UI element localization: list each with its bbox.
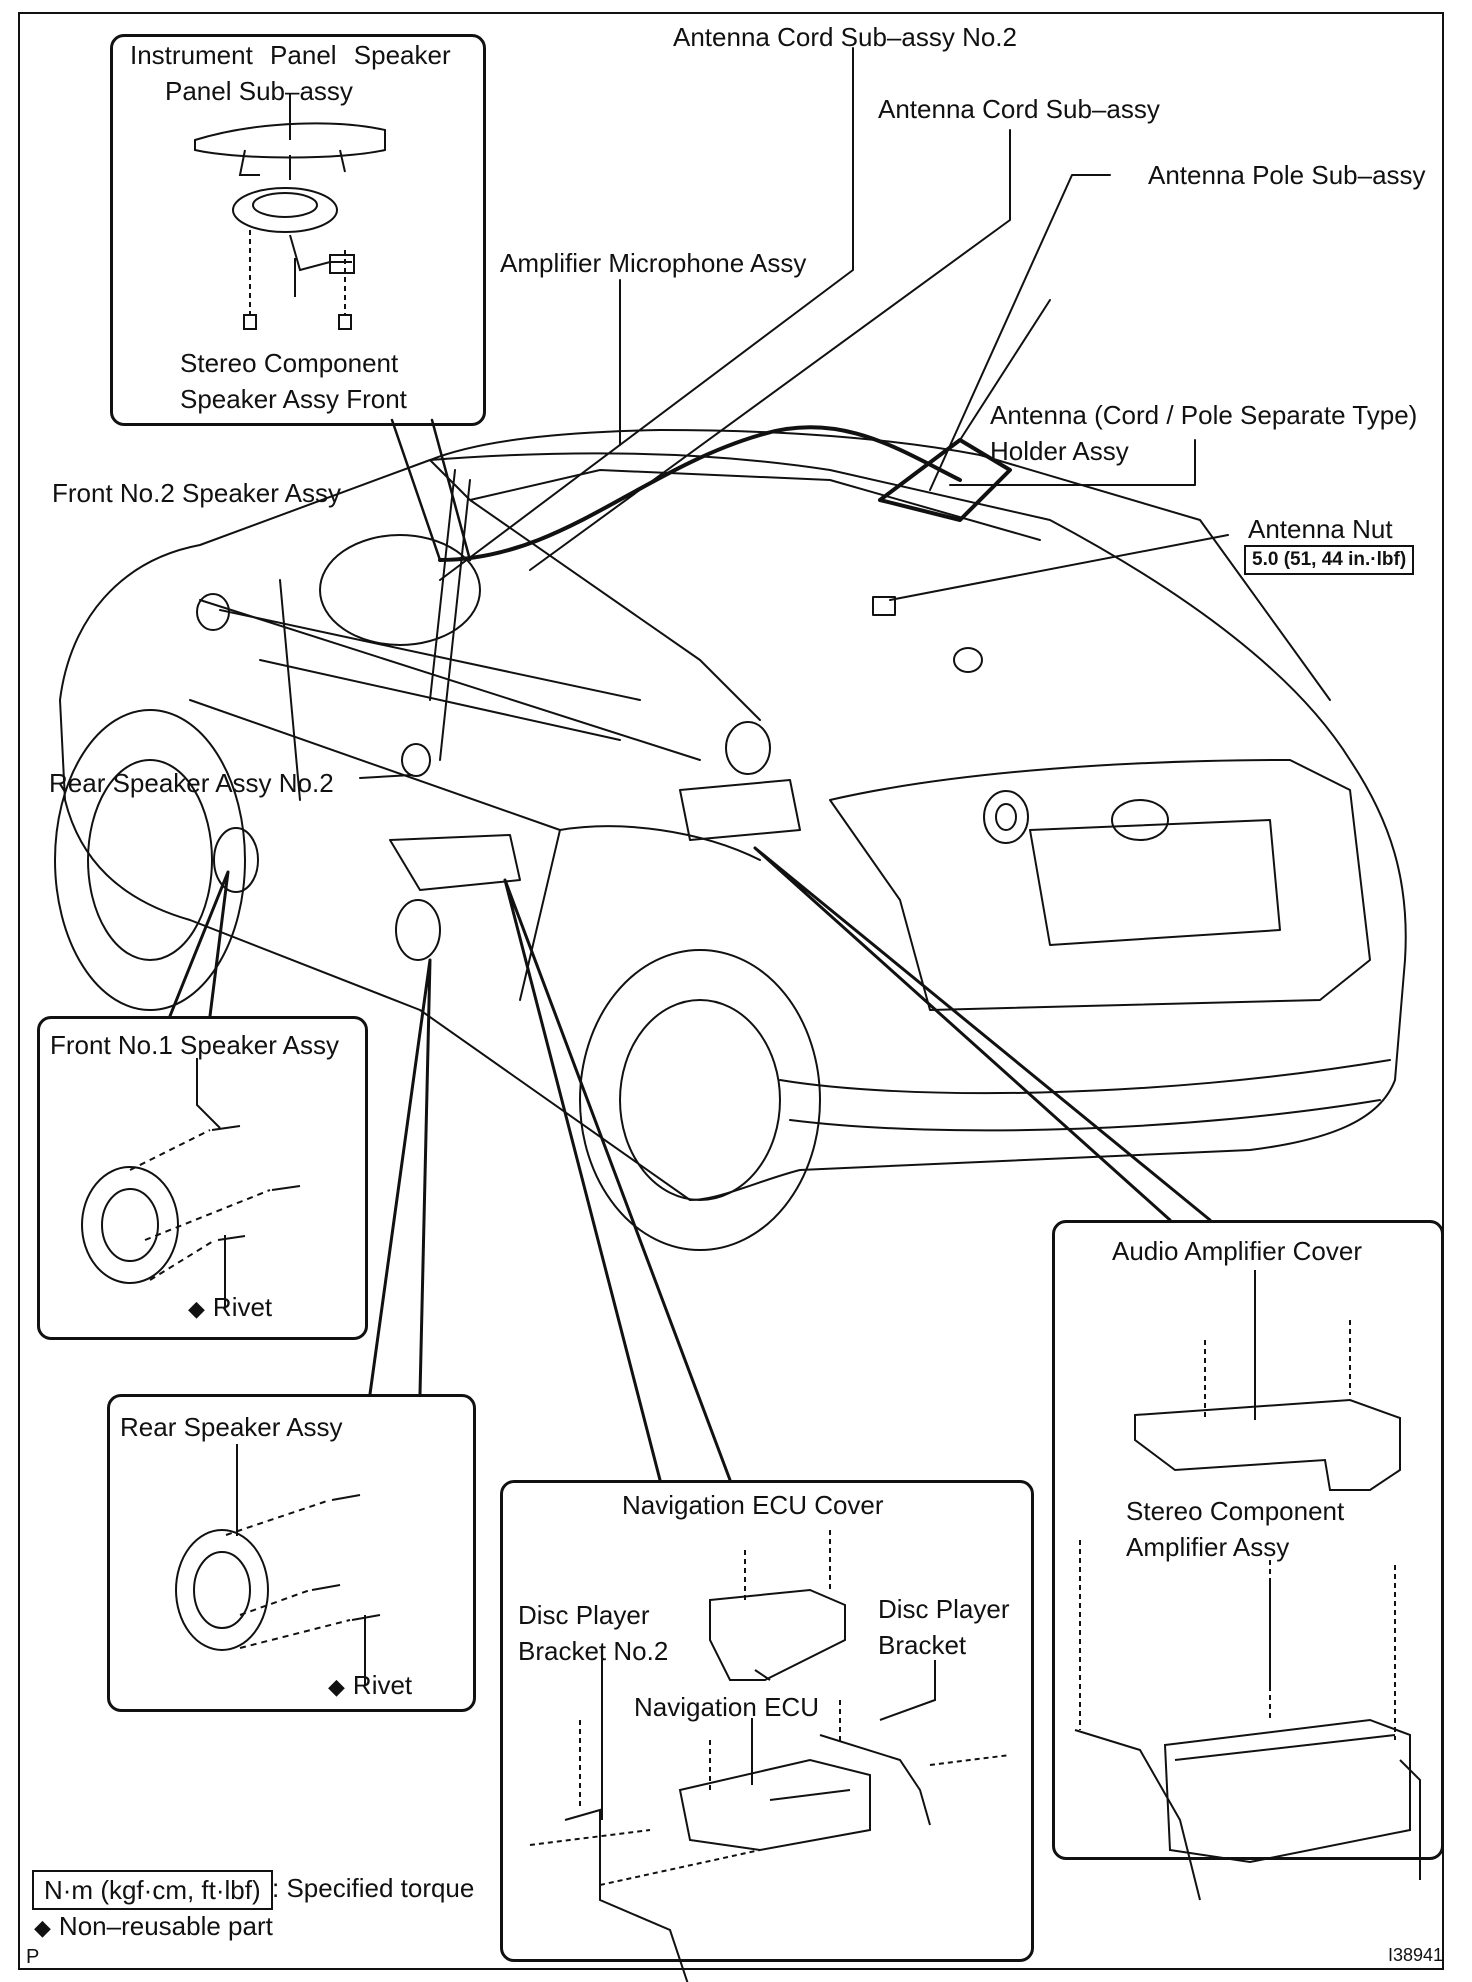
legend-torque-box: N·m (kgf·cm, ft·lbf) bbox=[32, 1870, 273, 1910]
label-navigation-ecu-cover: Navigation ECU Cover bbox=[622, 1490, 884, 1520]
label-front1-speaker: Front No.1 Speaker Assy bbox=[50, 1030, 340, 1060]
label-rear-speaker: Rear Speaker Assy bbox=[120, 1412, 343, 1442]
car-windshield bbox=[429, 459, 1041, 721]
label-antenna-holder-2: Holder Assy bbox=[990, 436, 1129, 466]
label-disc-bracket-2-1: Disc Player bbox=[518, 1600, 650, 1630]
diamond-mark: ◆ bbox=[188, 1296, 205, 1321]
license-plate-area bbox=[1029, 819, 1281, 946]
torque-antenna-nut: 5.0 (51, 44 in.·lbf) bbox=[1244, 545, 1415, 575]
callout-box-ip-speaker bbox=[110, 34, 486, 426]
label-antenna-pole: Antenna Pole Sub–assy bbox=[1148, 160, 1426, 190]
label-disc-bracket-1: Disc Player bbox=[878, 1594, 1010, 1624]
footer-left-code: P bbox=[26, 1946, 40, 1968]
label-ip-speaker-panel-1: Instrument Panel Speaker bbox=[130, 40, 451, 70]
antenna-pole bbox=[878, 438, 1012, 522]
car-body-outline bbox=[59, 452, 1407, 1201]
label-ip-speaker-panel-2: Panel Sub–assy bbox=[165, 76, 353, 106]
rear-speaker bbox=[175, 1529, 269, 1651]
audio-amplifier-cover bbox=[1134, 1398, 1401, 1491]
label-rivet-b: ◆ Rivet bbox=[328, 1668, 412, 1704]
label-stereo-front-2: Speaker Assy Front bbox=[180, 384, 407, 414]
legend-torque-desc: : Specified torque bbox=[272, 1873, 475, 1903]
callout-box-amplifier bbox=[1052, 1220, 1444, 1860]
label-amplifier-microphone: Amplifier Microphone Assy bbox=[500, 248, 807, 278]
diamond-mark: ◆ bbox=[34, 1915, 51, 1940]
rivet-b-text: Rivet bbox=[352, 1670, 413, 1700]
rear-wheel bbox=[579, 949, 821, 1251]
label-navigation-ecu: Navigation ECU bbox=[634, 1692, 819, 1722]
label-antenna-nut: Antenna Nut bbox=[1248, 514, 1393, 544]
stereo-amplifier bbox=[1163, 1718, 1411, 1864]
disc-player-bracket bbox=[819, 1734, 931, 1826]
figure-id: I38941 bbox=[1388, 1945, 1444, 1965]
diamond-mark: ◆ bbox=[328, 1674, 345, 1699]
car-rear-hatch bbox=[829, 759, 1371, 1011]
label-stereo-amp-1: Stereo Component bbox=[1126, 1496, 1345, 1526]
car-roof bbox=[429, 429, 1331, 701]
callout-box-navigation bbox=[500, 1480, 1034, 1962]
stereo-front-speaker bbox=[232, 187, 338, 233]
callout-box-rear-speaker bbox=[107, 1394, 476, 1712]
disc-player-bracket-2 bbox=[564, 1808, 689, 1982]
legend-nonreusable: ◆ Non–reusable part bbox=[34, 1909, 273, 1945]
steering-wheel bbox=[319, 534, 481, 646]
label-disc-bracket-2-2: Bracket No.2 bbox=[518, 1636, 669, 1666]
callout-box-front1-speaker bbox=[37, 1016, 368, 1340]
label-disc-bracket-2: Bracket bbox=[878, 1630, 967, 1660]
legend-nonreusable-text: Non–reusable part bbox=[58, 1911, 273, 1941]
label-antenna-cord-2-text: Antenna Cord Sub–assy No.2 bbox=[673, 22, 1017, 52]
label-rear-speaker-2: Rear Speaker Assy No.2 bbox=[49, 768, 334, 798]
navigation-ecu-cover bbox=[709, 1588, 846, 1681]
diagram-frame bbox=[18, 12, 1444, 1970]
label-antenna-cord: Antenna Cord Sub–assy bbox=[878, 94, 1160, 124]
label-stereo-amp-2: Amplifier Assy bbox=[1126, 1532, 1290, 1562]
navigation-ecu bbox=[678, 1758, 871, 1852]
rear-emblem bbox=[1111, 799, 1169, 841]
label-stereo-front-1: Stereo Component bbox=[180, 348, 399, 378]
front1-speaker bbox=[81, 1166, 179, 1284]
car-door bbox=[189, 699, 761, 1001]
label-audio-amplifier-cover: Audio Amplifier Cover bbox=[1112, 1236, 1362, 1266]
label-front2-speaker: Front No.2 Speaker Assy bbox=[52, 478, 342, 508]
ip-speaker-panel bbox=[194, 122, 386, 159]
label-antenna-cord-2: Antenna Cord Sub–assy No.2 bbox=[673, 20, 1017, 55]
antenna-cord-run bbox=[438, 425, 962, 562]
front-wheel bbox=[54, 709, 246, 1011]
rivet-a-text: Rivet bbox=[212, 1292, 273, 1322]
label-antenna-holder-1: Antenna (Cord / Pole Separate Type) bbox=[990, 400, 1418, 430]
label-rivet-a: ◆ Rivet bbox=[188, 1290, 272, 1326]
